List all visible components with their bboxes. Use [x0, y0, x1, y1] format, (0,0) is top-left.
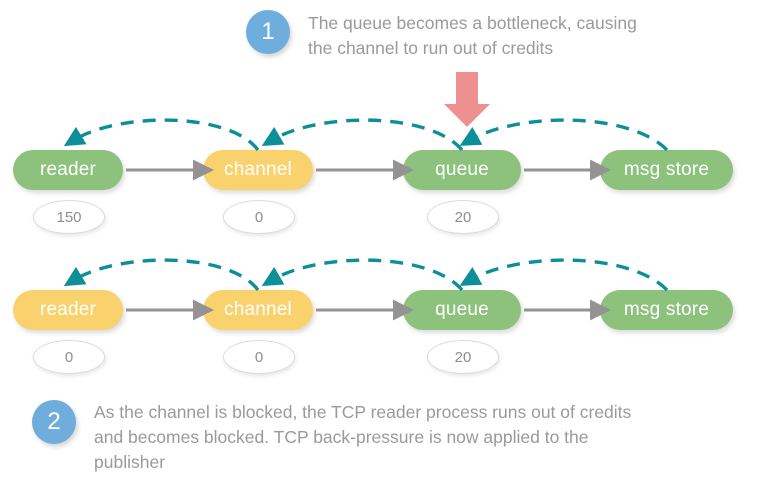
step-1-annotation: 1 The queue becomes a bottleneck, causin…	[246, 10, 766, 61]
row-1-credit-queue: 20	[427, 200, 499, 234]
row-2-credit-arcs	[63, 258, 669, 292]
step-2-text: As the channel is blocked, the TCP reade…	[94, 402, 632, 472]
row-2-credit-reader: 0	[33, 340, 105, 374]
step-2-badge: 2	[32, 400, 76, 444]
bottleneck-down-arrow-icon	[444, 72, 490, 127]
row-1-credit-reader: 150	[33, 200, 105, 234]
row-2-node-queue[interactable]: queue	[403, 290, 521, 330]
step-1-badge: 1	[246, 10, 290, 54]
step-1-text: The queue becomes a bottleneck, causing …	[308, 13, 637, 58]
row-2-credit-channel: 0	[223, 340, 295, 374]
row-1-node-queue[interactable]: queue	[403, 150, 521, 190]
row-1-credit-channel: 0	[223, 200, 295, 234]
row-2-node-reader[interactable]: reader	[13, 290, 123, 330]
row-1-node-msg-store[interactable]: msg store	[600, 150, 733, 190]
row-2-node-msg-store[interactable]: msg store	[600, 290, 733, 330]
row-1-credit-arcs	[63, 118, 669, 152]
row-2-node-channel[interactable]: channel	[203, 290, 313, 330]
row-1-node-channel[interactable]: channel	[203, 150, 313, 190]
step-2-annotation: 2 As the channel is blocked, the TCP rea…	[32, 400, 752, 475]
row-2-credit-queue: 20	[427, 340, 499, 374]
row-1-node-reader[interactable]: reader	[13, 150, 123, 190]
